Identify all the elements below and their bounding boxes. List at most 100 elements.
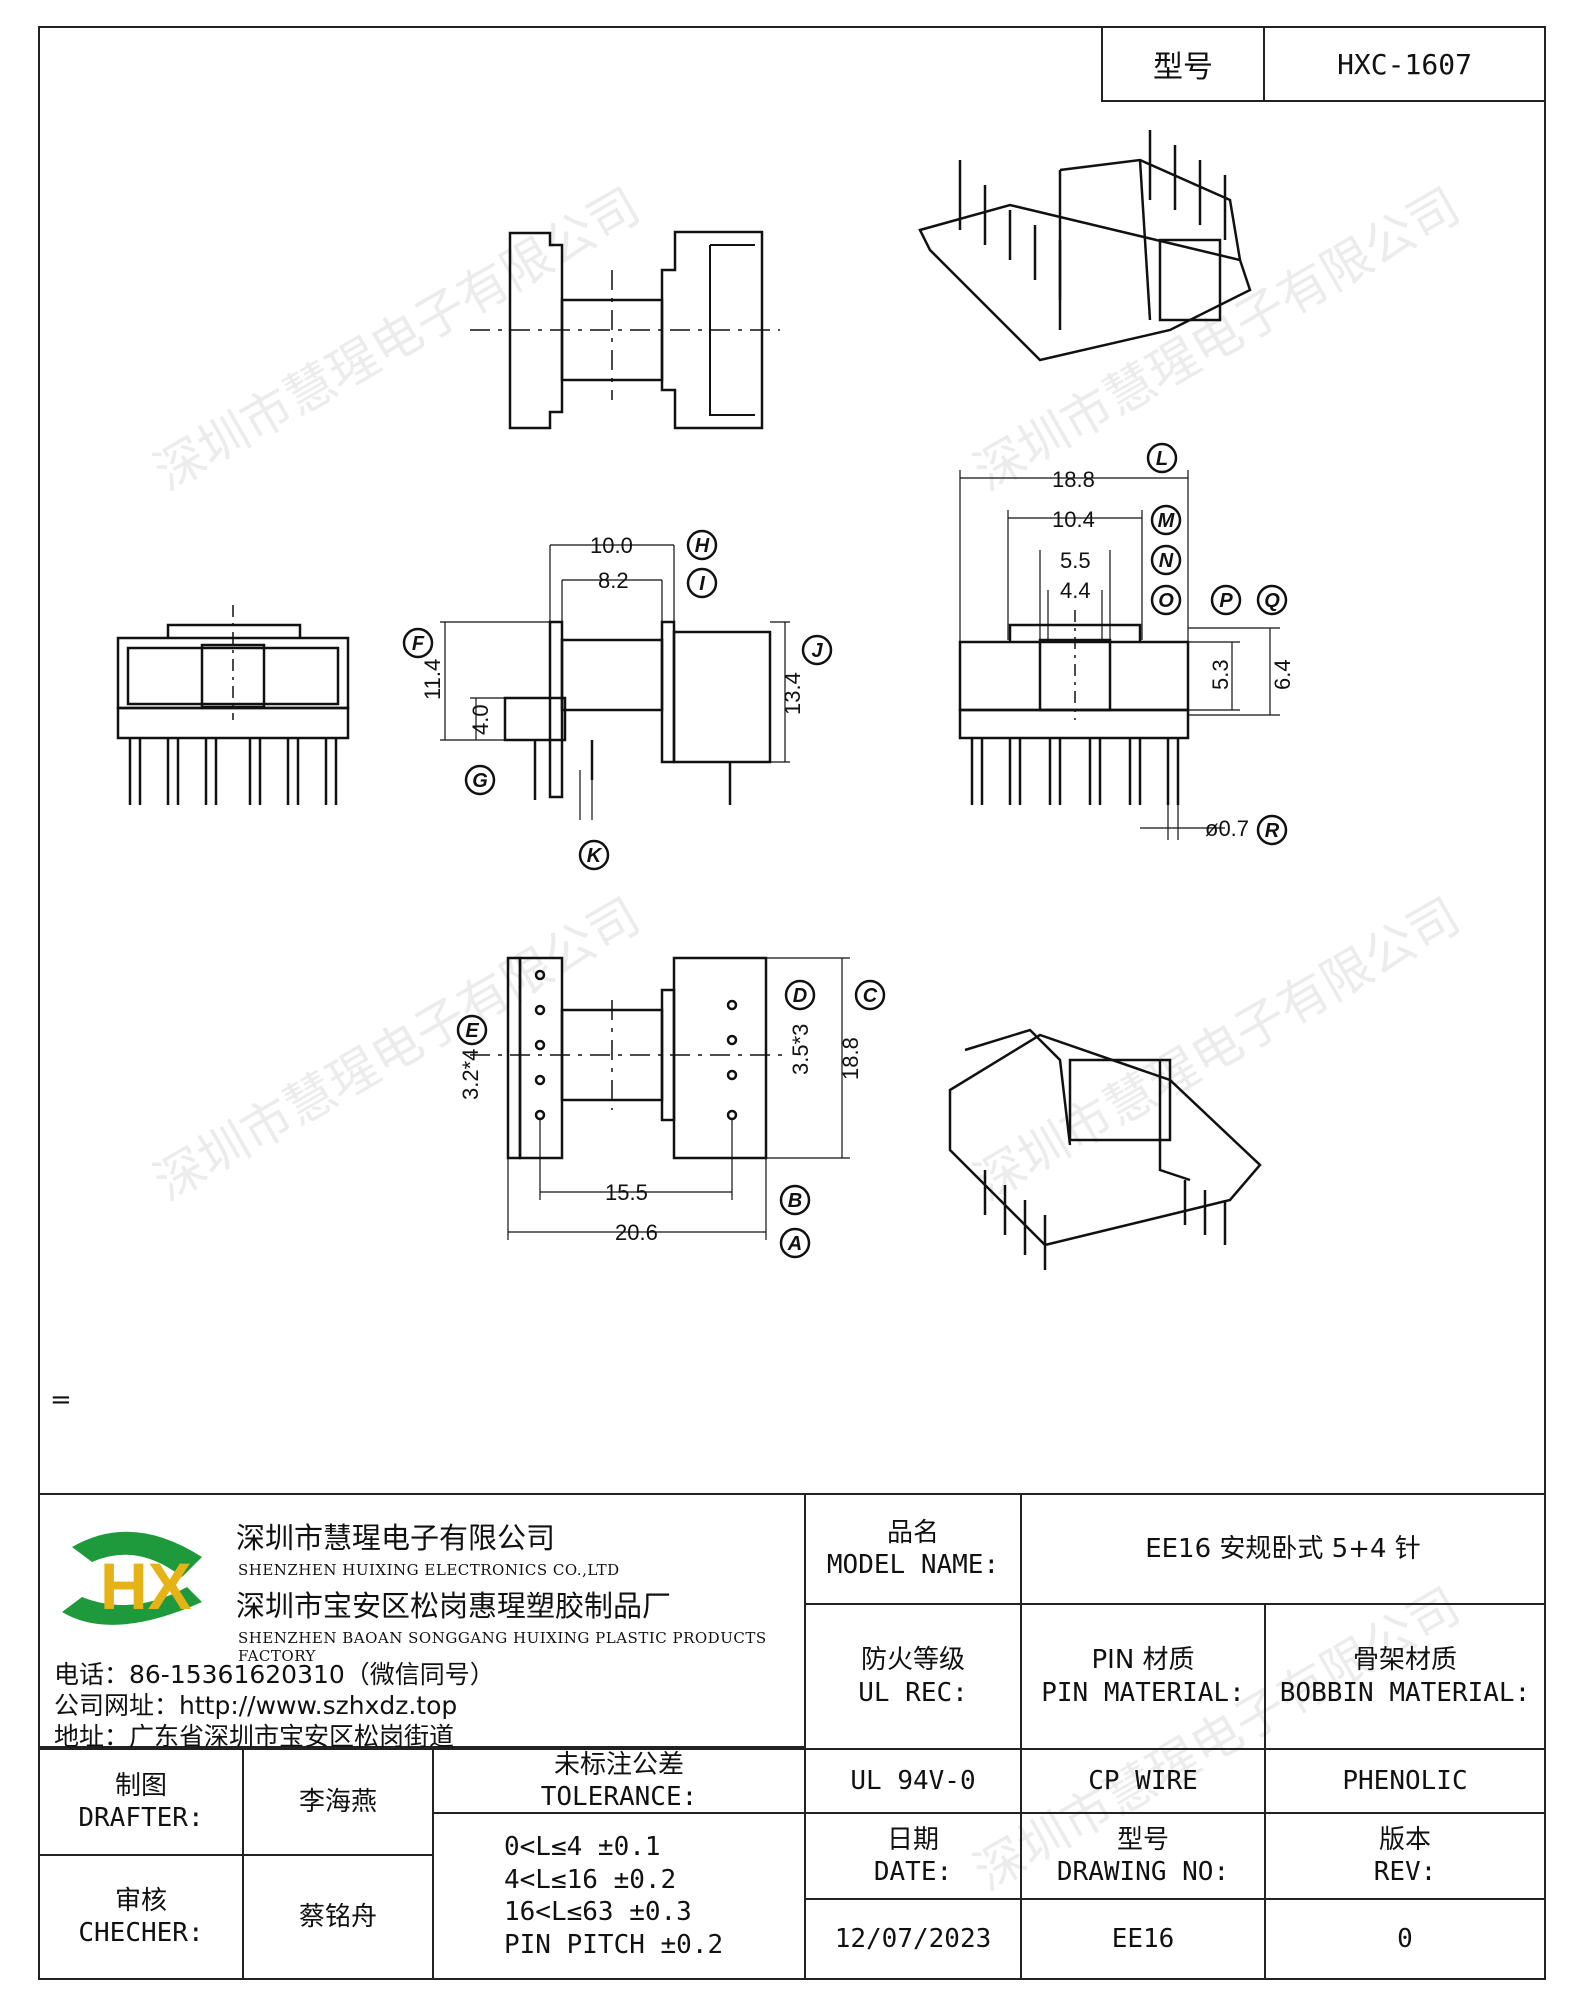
svg-text:K: K <box>587 845 603 867</box>
marker-N: N <box>1150 544 1182 576</box>
dim-3-2x4: 3.2*4 <box>458 1049 483 1100</box>
date-label-cn: 日期 <box>886 1824 939 1855</box>
factory-name-cn: 深圳市宝安区松岗惠瑆塑胶制品厂 <box>236 1589 672 1623</box>
company-website: 公司网址：http://www.szhxdz.top <box>54 1691 458 1720</box>
pin-material-value-cell: CP WIRE <box>1020 1748 1266 1814</box>
svg-text:Q: Q <box>1264 590 1280 612</box>
bobbin-material-label-cell: 骨架材质 BOBBIN MATERIAL: <box>1264 1603 1546 1750</box>
svg-text:J: J <box>811 640 823 662</box>
svg-text:B: B <box>788 1190 802 1212</box>
company-name-cn: 深圳市慧瑆电子有限公司 <box>236 1521 556 1555</box>
pin-material-label-cn: PIN 材质 <box>1091 1645 1195 1675</box>
tolerance-row-3: 16<L≤63 ±0.3 <box>504 1897 692 1927</box>
dim-5-3: 5.3 <box>1208 659 1233 690</box>
model-name-label-cell: 品名 MODEL NAME: <box>804 1493 1022 1605</box>
dim-11-4: 11.4 <box>420 659 445 700</box>
dim-10-0: 10.0 <box>590 533 633 558</box>
tolerance-row-1: 0<L≤4 ±0.1 <box>504 1832 661 1862</box>
company-info-panel: HX 深圳市慧瑆电子有限公司 SHENZHEN HUIXING ELECTRON… <box>38 1493 806 1751</box>
end-view-right <box>958 470 1280 840</box>
rev-label-cell: 版本 REV: <box>1264 1812 1546 1900</box>
dim-18-8-top: 18.8 <box>1052 467 1095 492</box>
drafter-label-en: DRAFTER: <box>78 1803 204 1833</box>
bottom-view <box>470 956 850 1240</box>
marker-H: H <box>686 529 718 561</box>
marker-G: G <box>464 764 496 796</box>
checker-name: 蔡铭舟 <box>298 1901 377 1932</box>
svg-text:M: M <box>1158 510 1176 532</box>
svg-text:H: H <box>695 535 710 557</box>
front-view-left <box>116 605 350 805</box>
marker-I: I <box>686 567 718 599</box>
top-view-bobbin <box>470 230 780 430</box>
company-phone: 电话：86-15361620310（微信同号） <box>54 1660 495 1689</box>
model-name-value-cell: EE16 安规卧式 5+4 针 <box>1020 1493 1546 1605</box>
model-name-label-cn: 品名 <box>886 1517 939 1548</box>
drawing-no-value-cell: EE16 <box>1020 1898 1266 1980</box>
dim-4-4: 4.4 <box>1060 578 1091 603</box>
dim-3-5x3: 3.5*3 <box>788 1024 813 1075</box>
svg-text:E: E <box>465 1020 479 1042</box>
marker-Q: Q <box>1256 584 1288 616</box>
dim-5-5: 5.5 <box>1060 548 1091 573</box>
marker-F: F <box>402 627 434 659</box>
svg-text:N: N <box>1159 550 1174 572</box>
svg-text:F: F <box>412 633 425 655</box>
marker-B: B <box>779 1184 811 1216</box>
svg-text:D: D <box>793 985 807 1007</box>
iso-view-bottom <box>948 1028 1262 1270</box>
pin-material-label-en: PIN MATERIAL: <box>1041 1677 1245 1708</box>
drafter-label-cn: 制图 <box>114 1770 167 1801</box>
model-label: 型号 <box>1103 28 1265 100</box>
bobbin-material-value: PHENOLIC <box>1342 1765 1468 1796</box>
dim-0-7: ø0.7 <box>1205 816 1249 841</box>
checker-label-cn: 审核 <box>114 1885 167 1916</box>
tolerance-label-en: TOLERANCE: <box>540 1782 698 1812</box>
drafter-name-cell: 李海燕 <box>242 1748 434 1856</box>
rev-value: 0 <box>1397 1923 1413 1954</box>
dim-20-6: 20.6 <box>615 1220 658 1245</box>
marker-K: K <box>578 839 610 871</box>
svg-text:O: O <box>1158 590 1174 612</box>
ul-value-cell: UL 94V-0 <box>804 1748 1022 1814</box>
ul-value: UL 94V-0 <box>850 1765 976 1796</box>
checker-name-cell: 蔡铭舟 <box>242 1854 434 1980</box>
marker-L: L <box>1146 442 1178 474</box>
tolerance-label-cn: 未标注公差 <box>553 1749 684 1780</box>
drawing-no-label-cell: 型号 DRAWING NO: <box>1020 1812 1266 1900</box>
model-name-value: EE16 安规卧式 5+4 针 <box>1145 1533 1421 1564</box>
dim-6-4: 6.4 <box>1270 659 1295 690</box>
svg-text:I: I <box>699 573 705 595</box>
model-name-label-en: MODEL NAME: <box>826 1550 1000 1580</box>
tolerance-row-4: PIN PITCH ±0.2 <box>504 1929 724 1960</box>
dim-10-4: 10.4 <box>1052 507 1095 532</box>
date-label-en: DATE: <box>873 1857 953 1887</box>
ul-label-en: UL REC: <box>858 1677 968 1708</box>
bobbin-material-label-cn: 骨架材质 <box>1352 1645 1457 1675</box>
marker-C: C <box>854 979 886 1011</box>
equal-mark: = <box>50 1385 72 1415</box>
svg-text:HX: HX <box>100 1549 192 1623</box>
bobbin-material-label-en: BOBBIN MATERIAL: <box>1279 1677 1531 1708</box>
dim-15-5: 15.5 <box>605 1180 648 1205</box>
dim-8-2: 8.2 <box>598 568 629 593</box>
checker-label-en: CHECHER: <box>78 1918 204 1948</box>
svg-text:P: P <box>1219 590 1233 612</box>
marker-J: J <box>801 634 833 666</box>
drafter-name: 李海燕 <box>298 1786 377 1817</box>
marker-P: P <box>1210 584 1242 616</box>
company-name-en: SHENZHEN HUIXING ELECTRONICS CO.,LTD <box>238 1561 620 1579</box>
model-value: HXC-1607 <box>1337 47 1472 81</box>
side-view-center <box>440 544 790 820</box>
technical-drawing: 18.8 10.4 5.5 4.4 10.0 8.2 11.4 4.0 13.4… <box>116 130 1295 1270</box>
svg-text:R: R <box>1265 820 1280 842</box>
drawing-no-label-en: DRAWING NO: <box>1056 1857 1230 1887</box>
rev-label-en: REV: <box>1373 1857 1437 1887</box>
marker-R: R <box>1256 814 1288 846</box>
model-number-box: 型号 HXC-1607 <box>1101 26 1546 102</box>
marker-D: D <box>784 979 816 1011</box>
dim-13-4: 13.4 <box>780 672 805 715</box>
rev-label-cn: 版本 <box>1378 1824 1431 1855</box>
date-label-cell: 日期 DATE: <box>804 1812 1022 1900</box>
tolerance-label-cell: 未标注公差 TOLERANCE: <box>432 1748 806 1814</box>
